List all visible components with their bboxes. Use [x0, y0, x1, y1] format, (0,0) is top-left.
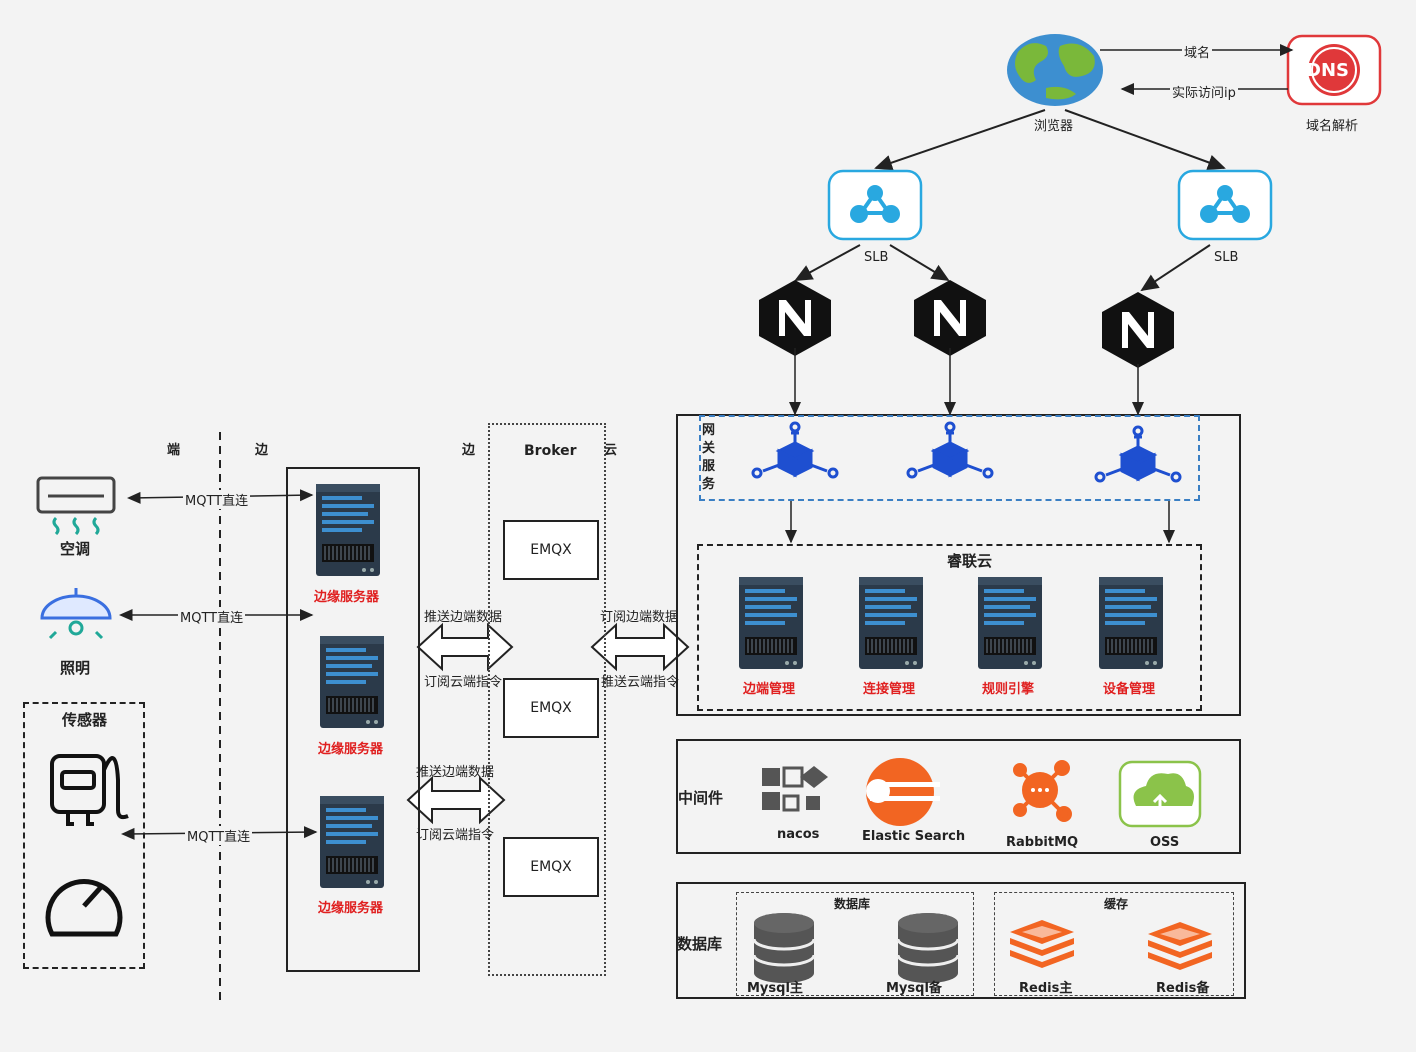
- broker-title: Broker: [524, 443, 577, 459]
- load-balancer-icon: [827, 169, 923, 241]
- mqtt-label-2: MQTT直连: [178, 607, 246, 626]
- service-label-device: 设备管理: [1103, 682, 1156, 697]
- oss-cloud-icon: [1118, 760, 1202, 828]
- push-cloud-label: 推送云端指令: [601, 675, 680, 690]
- elasticsearch-icon: [866, 758, 940, 826]
- cloud-services-box: [697, 544, 1202, 711]
- edge-server-label-2: 边缘服务器: [318, 742, 384, 757]
- slb-label-2: SLB: [1212, 250, 1241, 265]
- ceiling-lamp-icon: [40, 588, 112, 640]
- gateway-title: 网关服务: [702, 423, 716, 492]
- load-balancer-icon: [1177, 169, 1273, 241]
- globe-icon: [1007, 34, 1103, 106]
- sub-edge-label: 订阅边端数据: [600, 610, 679, 625]
- edge-server-label-1: 边缘服务器: [314, 590, 380, 605]
- push-edge-label-1: 推送边端数据: [424, 610, 503, 625]
- real-ip-arrow-label: 实际访问ip: [1170, 82, 1238, 101]
- middleware-title: 中间件: [678, 789, 724, 807]
- database-box: [676, 882, 1246, 999]
- service-label-connection: 连接管理: [863, 682, 916, 697]
- service-label-edge: 边端管理: [743, 682, 796, 697]
- domain-arrow-label: 域名: [1182, 42, 1213, 61]
- air-conditioner-icon: [36, 476, 116, 536]
- cache-group-title: 缓存: [1104, 897, 1129, 911]
- es-label: Elastic Search: [862, 829, 966, 844]
- edge-servers-box: [286, 467, 420, 972]
- gateway-box: [699, 415, 1200, 501]
- db-group-box: [736, 892, 974, 996]
- push-edge-label-2: 推送边端数据: [416, 765, 495, 780]
- cloud-title: 睿联云: [947, 552, 993, 570]
- dns-label: 域名解析: [1306, 119, 1359, 134]
- sensor-title: 传感器: [62, 711, 108, 729]
- emqx-broker-3: EMQX: [503, 837, 599, 897]
- sub-cloud-label-2: 订阅云端指令: [416, 828, 495, 843]
- nacos-icon: [762, 766, 828, 812]
- dns-icon: [1286, 34, 1382, 106]
- nginx-icon: [1102, 292, 1174, 368]
- device-label-light: 照明: [60, 659, 91, 677]
- emqx-broker-2: EMQX: [503, 678, 599, 738]
- redis-slave-label: Redis备: [1156, 981, 1210, 996]
- rabbitmq-icon: [1013, 760, 1072, 822]
- column-label-duan: 端: [167, 443, 181, 458]
- browser-label: 浏览器: [1034, 119, 1074, 134]
- mysql-slave-label: Mysql备: [886, 981, 942, 996]
- mysql-master-label: Mysql主: [747, 981, 803, 996]
- gauge-icon: [45, 879, 123, 937]
- redis-master-label: Redis主: [1019, 981, 1073, 996]
- mqtt-label-3: MQTT直连: [185, 826, 253, 845]
- emqx-broker-1: EMQX: [503, 520, 599, 580]
- slb-label-1: SLB: [862, 250, 891, 265]
- sub-cloud-label-1: 订阅云端指令: [424, 675, 503, 690]
- database-title: 数据库: [677, 935, 723, 953]
- oss-label: OSS: [1150, 835, 1180, 850]
- nacos-label: nacos: [777, 827, 820, 842]
- middleware-box: [676, 739, 1241, 854]
- broker-box: [488, 423, 606, 976]
- sensor-box: [23, 702, 145, 969]
- cache-group-box: [994, 892, 1234, 996]
- column-label-bian-2: 边: [462, 443, 476, 458]
- edge-server-label-3: 边缘服务器: [318, 901, 384, 916]
- db-group-title: 数据库: [834, 897, 871, 911]
- mqtt-label-1: MQTT直连: [183, 490, 251, 509]
- nginx-icon: [914, 280, 986, 356]
- column-label-bian: 边: [255, 443, 269, 458]
- nginx-icon: [759, 280, 831, 356]
- socket-sensor-icon: [50, 754, 129, 826]
- rabbitmq-label: RabbitMQ: [1006, 835, 1079, 850]
- dns-logo-text: DNS: [1306, 60, 1349, 81]
- service-label-rule-engine: 规则引擎: [982, 682, 1035, 697]
- device-label-ac: 空调: [60, 540, 91, 558]
- column-label-yun: 云: [604, 443, 618, 458]
